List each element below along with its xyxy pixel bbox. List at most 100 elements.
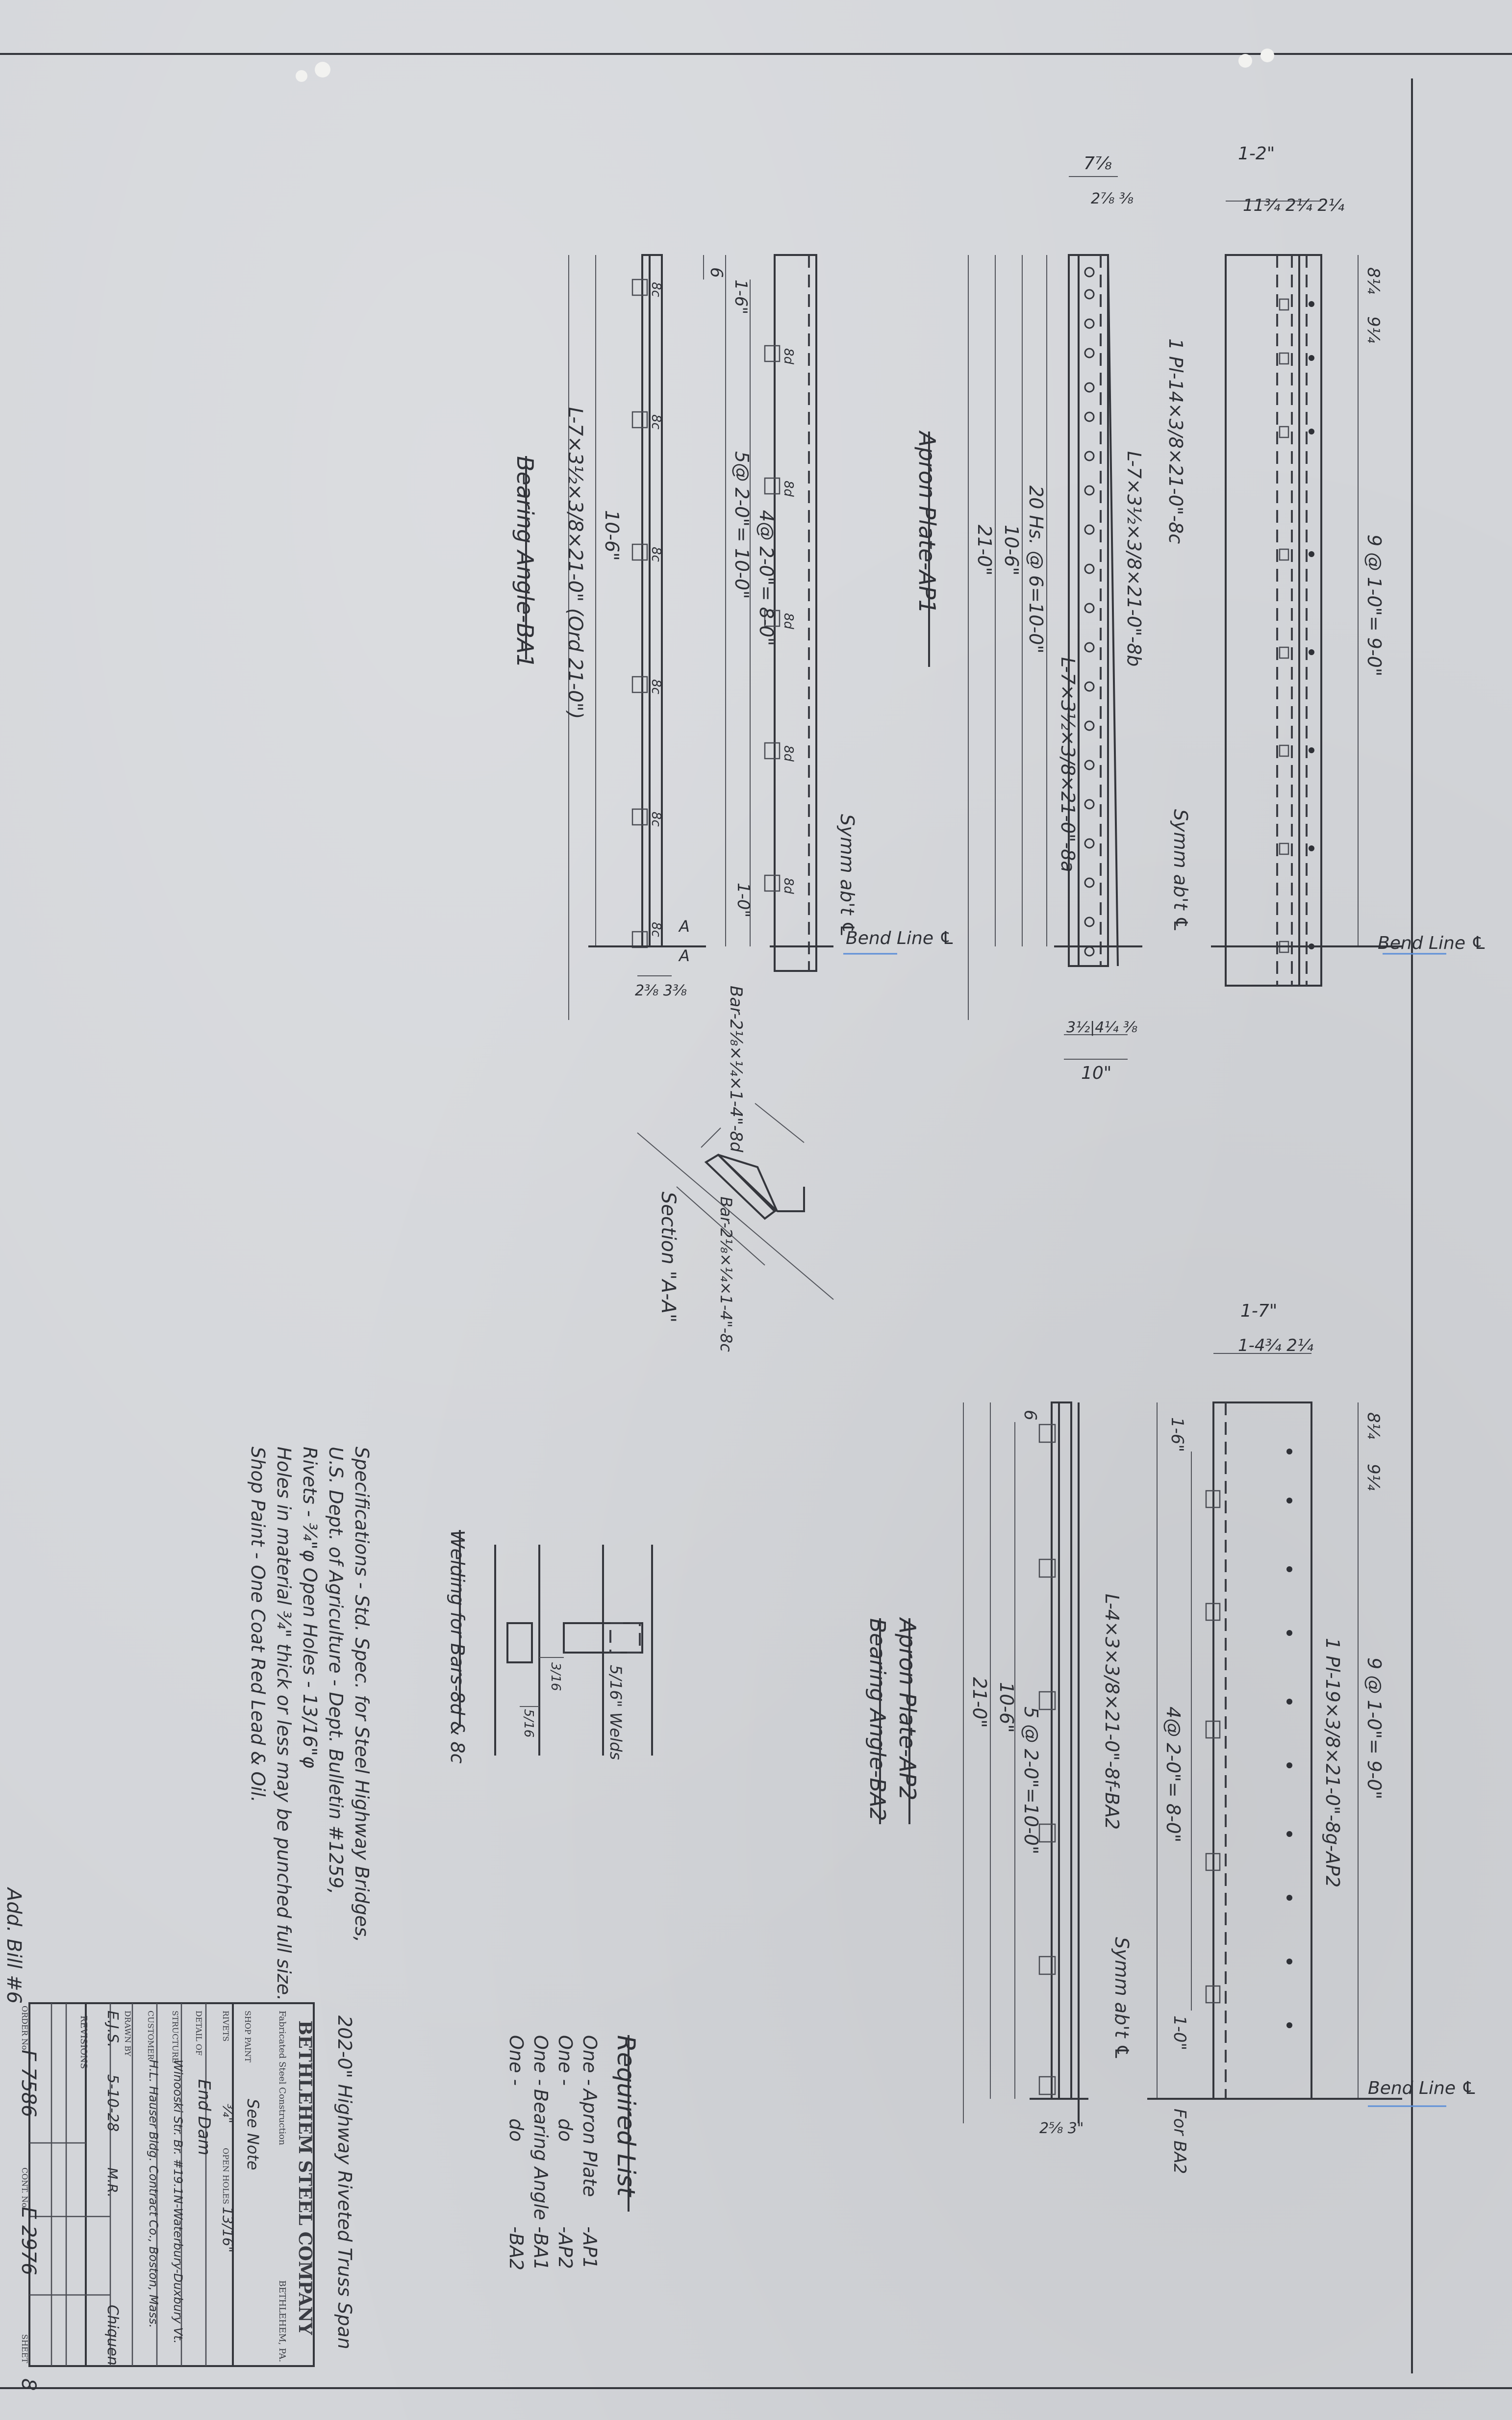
title-structure: Winooski Str. Br. #19.1N-Waterbury-Duxbu… [171,2060,185,2344]
ap2-view [963,1353,1446,2123]
title-detail: End Dam [194,2079,214,2156]
ap2-bars [1038,1424,1221,2095]
ap1-dim-10-6: 10-6" [1001,525,1022,576]
ba1-view [568,254,833,1020]
title-shop-paint: See Note [244,2099,262,2170]
ba1-section-letter-a: A [678,917,690,936]
required-item-mark: -AP2 [554,2226,576,2269]
ba1-rivet-labels: 8c 8d 8d 8c 8d 8c 8d 8c 8d 8c 8c [649,282,796,937]
ap1-right-spacing: 9 @ 1-0"= 9-0" [1363,535,1385,676]
ap2-dim-1-6: 1-6" [1167,1417,1187,1452]
ap2-bend-line: Bend Line ℄ [1368,2078,1477,2098]
spec-line: Specifications - Std. Spec. for Steel Hi… [351,1447,373,1942]
title-contract-no: E 2976 [17,2207,40,2275]
ap2-inner-spacing: 4@ 2-0"= 8-0" [1162,1707,1184,1842]
spec-line: U.S. Dept. of Agriculture - Dept. Bullet… [325,1447,347,1894]
required-item-qty: One - [579,2035,601,2086]
ba1-spacing-a: 4@ 2-0"= 8-0" [756,510,777,646]
ap1-angle-top: L-7×3½×3/8×21-0"-8b [1123,451,1145,667]
title-sheet-no: 8 [17,2378,40,2391]
ba1-section-letter-b: A [678,946,690,965]
title-drawn-by-label: DRAWN BY [123,2011,132,2057]
title-sheet-label: SHEET [20,2334,29,2363]
required-item-desc: do [554,2118,576,2141]
ap1-side-width-part: 2⅞ ⅜ [1091,190,1134,207]
welding-welds: 5/16" Welds [606,1665,625,1760]
ba1-dim-6: 6 [706,267,726,278]
ap2-dim-1-0: 1-0" [1170,2015,1189,2050]
title-drawn-by: E.J.S. [104,2011,121,2047]
required-item-mark: -AP1 [579,2226,601,2269]
required-item-qty: One - [505,2035,527,2086]
welding-title: Welding for Bars-8d & 8c [447,1530,468,1764]
title-approved: Chiquen [104,2305,121,2366]
ap1-side-width-total: 7⅞ [1084,153,1112,174]
ap1-title: Apron Plate-AP1 [914,430,940,614]
title-customer: H.L. Hauser Bldg. Contract Co., Boston, … [147,2060,160,2328]
welding-d1: 3/16 [548,1662,563,1691]
ap1-plate-callout: 1 Pl-14×3/8×21-0"-8c [1165,338,1186,544]
ba1-rivet-label: 8d [781,613,796,630]
title-detail-label: DETAIL OF [194,2011,203,2056]
ap2-title: Apron Plate-AP2 [894,1617,921,1801]
ap1-spacing: 20 Hs. @ 6=10-0" [1025,485,1047,654]
title-rivets: ¾" [220,2104,236,2123]
required-item-desc: Apron Plate [579,2088,601,2197]
spec-line: Rivets - ¾"φ Open Holes - 13/16"φ [299,1447,321,1768]
section-aa-title: Section "A-A" [657,1192,680,1323]
title-order-label: ORDER No. [20,2006,29,2052]
ap2-bottom-dims: 2⅝ 3" [1039,2120,1084,2137]
ap1-bottom-widths: 3½|4¼ ⅜ [1066,1019,1137,1036]
ba1-bend-line: Bend Line ℄ [846,928,955,948]
ap1-dim-21-0: 21-0" [974,525,995,576]
ap2-top-width-total: 1-7" [1240,1301,1277,1321]
title-order-no: F 7586 [17,2050,40,2117]
ba1-dim-1-0: 1-0" [733,883,753,917]
ap2-top-widths: 1-4¾ 2¼ [1238,1336,1313,1355]
spec-line: Shop Paint - One Coat Red Lead & Oil. [247,1447,269,1803]
ba1-bars [631,279,781,948]
ba1-angle: L-7×3½×3/8×21-0" (Ord 21-0") [564,407,586,719]
ap1-bend-line: Bend Line ℄ [1378,933,1487,953]
ba1-dim-10-6: 10-6" [601,510,623,561]
ap1-d2: 9¼ [1363,316,1383,343]
required-item-qty: One - [554,2035,576,2086]
ap2-spacing: 9 @ 1-0"= 9-0" [1363,1657,1385,1799]
ba1-rivet-label: 8d [781,481,796,497]
title-shop-paint-label: SHOP PAINT [243,2011,252,2063]
ap2-plate-callout: 1 Pl-19×3/8×21-0"-8g-AP2 [1322,1638,1343,1887]
title-structure-label: STRUCTURE [171,2011,180,2063]
required-item-mark: -BA2 [505,2226,527,2270]
ba1-rivet-label: 8c [649,547,663,562]
ap2-dim-10-6: 10-6" [996,1682,1017,1733]
ba1-rivet-label: 8c [649,282,663,297]
ap2-dim-6: 6 [1020,1410,1040,1421]
ap1-d1: 8¼ [1363,267,1383,294]
punch-hole [296,70,307,82]
title-date: 5-10-28 [104,2074,121,2132]
ap2-for-ba2: For BA2 [1170,2109,1189,2174]
title-rivets-label: RIVETS [221,2011,230,2041]
ba1-rivet-label: 8d [781,745,796,762]
ba1-dim-1-6: 1-6" [731,280,751,314]
title-add-note: Add. Bill #6 [2,1886,25,2004]
ap2-d2: 9¼ [1363,1464,1383,1491]
ap1-top-width-total: 1-2" [1238,144,1275,164]
ba1-rivet-label: 8c [649,812,663,827]
ba1-rivet-label: 8d [781,878,796,894]
title-revisions-label: REVISIONS [78,2015,89,2069]
ba1-symm: Symm ab't ℄ [836,814,858,938]
title-fab-dept: Fabricated Steel Construction [277,2011,287,2145]
section-aa [637,1103,834,1300]
ba1-spacing-b: 5@ 2-0"= 10-0" [731,451,753,599]
welding-d2: 5/16 [521,1709,536,1737]
ap2-plate-rivets [1286,1449,1292,2028]
ap1-symm: Symm ab't ℄ [1170,809,1191,933]
welding-detail [494,1545,653,1756]
section-aa-bar-label: Bar-2⅛×¼×1-4"-8c [717,1197,735,1352]
ap2-d1: 8¼ [1363,1412,1383,1439]
title-holes: 13/16" [220,2207,236,2253]
required-item-desc: Bearing Angle [530,2089,552,2220]
ba1-rivet-label: 8c [649,679,663,694]
